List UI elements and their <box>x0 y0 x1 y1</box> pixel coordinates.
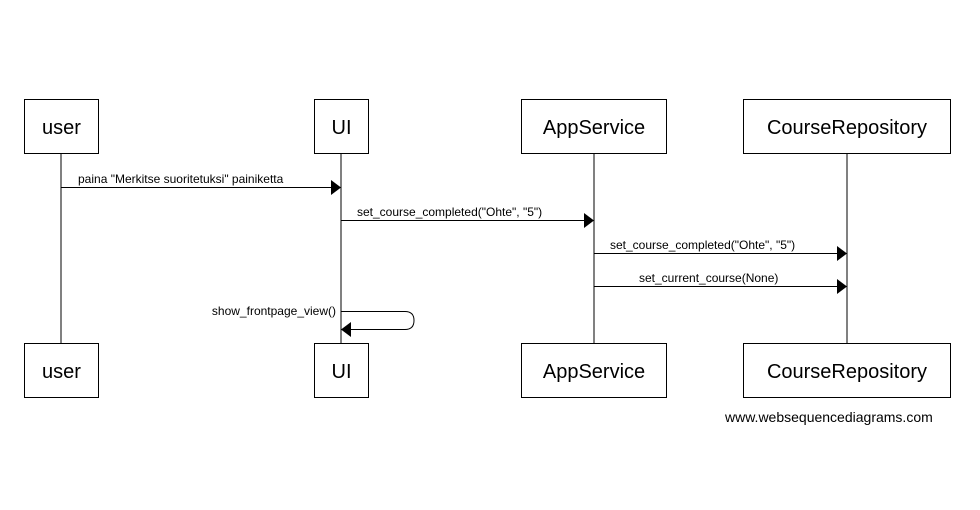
message-5-self-call: show_frontpage_view() <box>212 304 415 337</box>
participant-label: AppService <box>543 117 645 139</box>
message-label: show_frontpage_view() <box>212 304 336 318</box>
message-label: set_course_completed("Ohte", "5") <box>357 205 542 219</box>
participant-ui-bottom: UI <box>314 343 369 398</box>
participant-ui-top: UI <box>314 99 369 154</box>
watermark-text[interactable]: www.websequencediagrams.com <box>725 409 933 425</box>
arrowhead <box>837 279 847 294</box>
arrowhead <box>584 213 594 228</box>
arrowhead <box>331 180 341 195</box>
message-4: set_current_course(None) <box>594 271 847 294</box>
participant-label: CourseRepository <box>767 361 927 383</box>
participant-appservice-bottom: AppService <box>521 343 667 398</box>
participant-user-top: user <box>24 99 99 154</box>
message-label: paina "Merkitse suoritetuksi" painiketta <box>78 172 284 186</box>
participant-label: AppService <box>543 361 645 383</box>
message-2: set_course_completed("Ohte", "5") <box>341 205 594 228</box>
message-3: set_course_completed("Ohte", "5") <box>594 238 847 261</box>
participant-label: user <box>42 117 81 139</box>
message-label: set_course_completed("Ohte", "5") <box>610 238 795 252</box>
participant-label: CourseRepository <box>767 117 927 139</box>
message-1: paina "Merkitse suoritetuksi" painiketta <box>61 172 341 195</box>
participant-user-bottom: user <box>24 343 99 398</box>
participant-label: user <box>42 361 81 383</box>
participant-courserepository-top: CourseRepository <box>743 99 951 154</box>
arrowhead <box>341 322 351 337</box>
message-label: set_current_course(None) <box>639 271 778 285</box>
participant-label: UI <box>332 117 352 139</box>
arrowhead <box>837 246 847 261</box>
participant-appservice-top: AppService <box>521 99 667 154</box>
participant-label: UI <box>332 361 352 383</box>
participant-courserepository-bottom: CourseRepository <box>743 343 951 398</box>
